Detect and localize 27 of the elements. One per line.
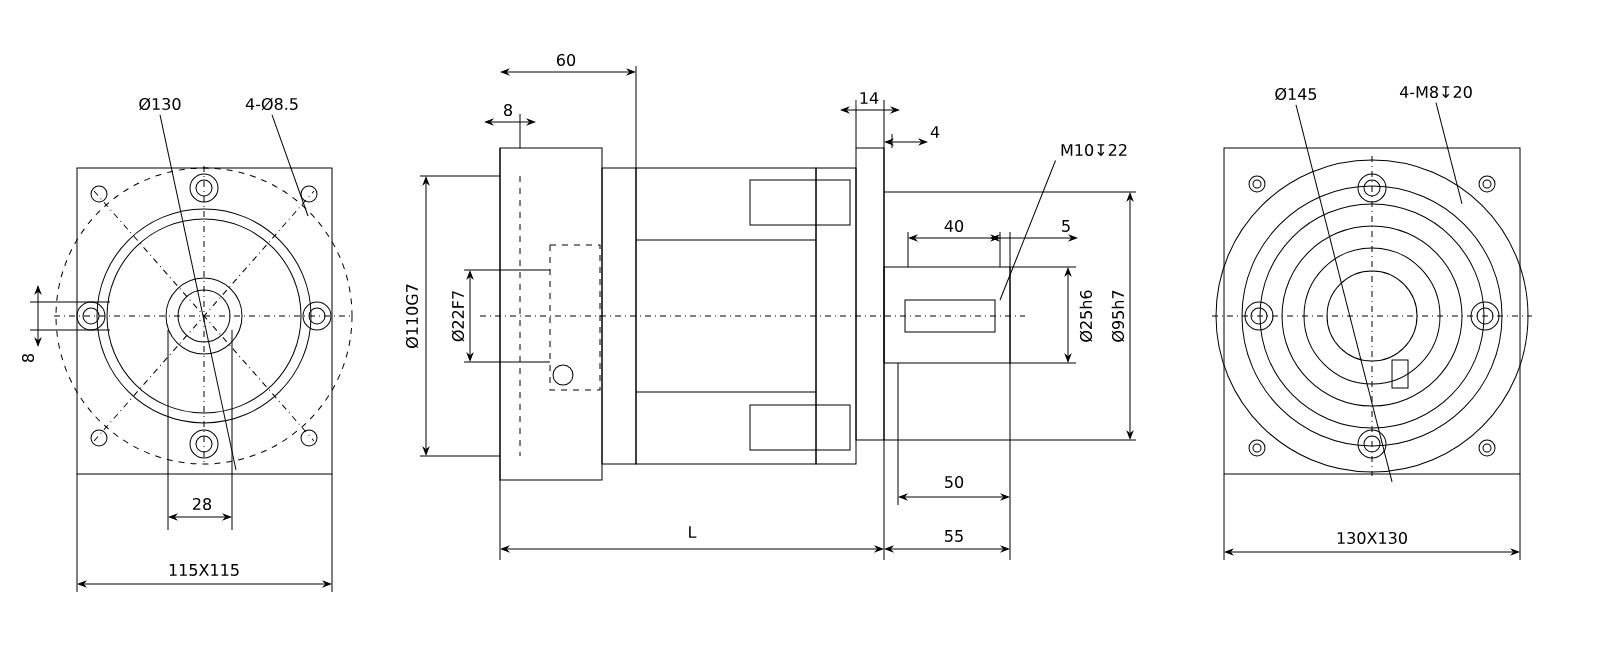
dimension-label: 14 [856, 90, 882, 106]
callout-text: 4-Ø8.5 [241, 93, 303, 115]
dimension-label: 40 [941, 217, 967, 235]
dimension-label: Ø22F7 [449, 287, 467, 345]
dimension-label: 115X115 [166, 562, 243, 578]
dimension-label: 8 [500, 101, 516, 119]
leader-line [1435, 102, 1463, 205]
dimension-label: Ø25h6 [1077, 287, 1095, 345]
dimension-label: 130X130 [1334, 529, 1411, 547]
callout-text: 4-M8↧20 [1395, 81, 1477, 103]
callout-text: Ø145 [1270, 83, 1322, 105]
callout-text: M10↧22 [1056, 139, 1132, 161]
dimension-label: 5 [1058, 218, 1074, 234]
leader-line [159, 114, 237, 471]
dimension-label: 28 [189, 495, 215, 513]
dimension-label: 60 [553, 51, 579, 69]
dimension-label: 8 [19, 350, 37, 366]
dimension-label: L [685, 524, 699, 540]
callout-text: Ø130 [134, 93, 186, 115]
leader-line [999, 160, 1057, 301]
dimension-label: Ø110G7 [403, 281, 421, 351]
dimension-label: 50 [941, 473, 967, 491]
dimension-label: 55 [941, 528, 967, 544]
leader-line [271, 114, 309, 217]
leader-line [1295, 104, 1393, 483]
dimension-label: 4 [927, 124, 943, 140]
dimension-label: Ø95h7 [1109, 287, 1127, 345]
